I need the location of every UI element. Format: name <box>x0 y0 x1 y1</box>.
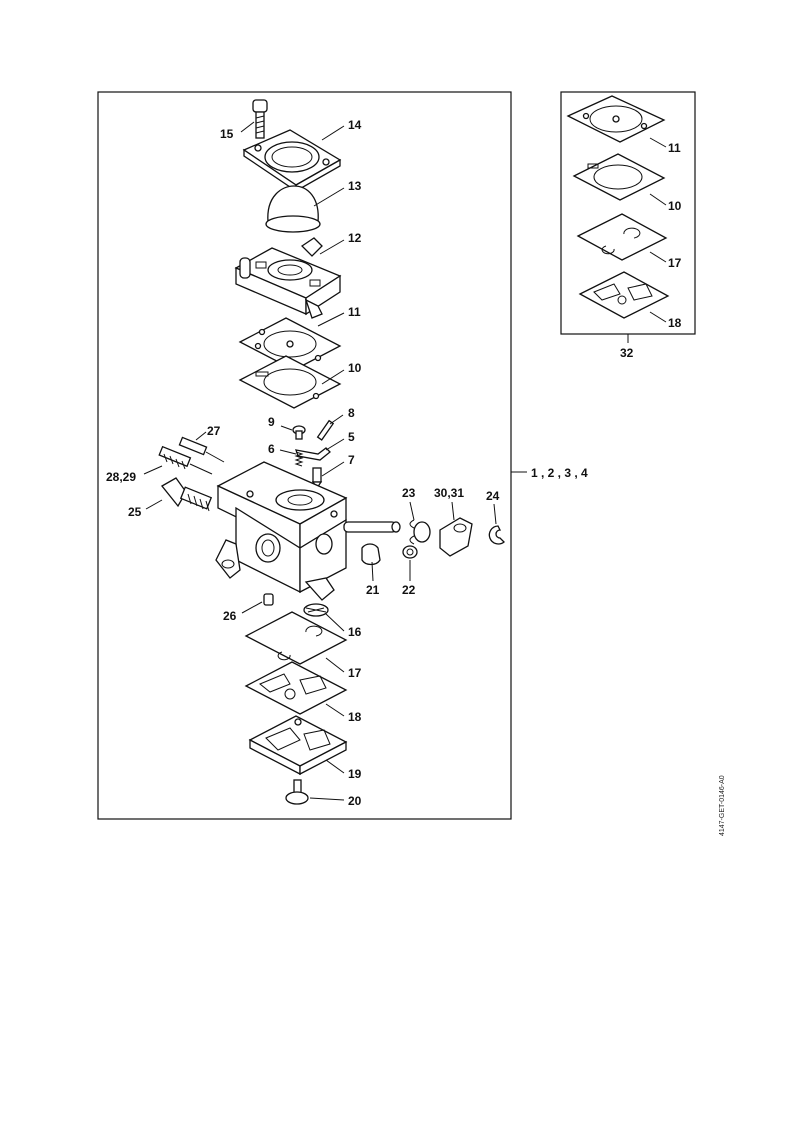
callout-18: 18 <box>348 710 362 724</box>
part-16-fuel-screen <box>303 603 329 617</box>
part-19-end-cover <box>248 715 348 776</box>
part-12-pump-housing <box>234 237 342 319</box>
kit-part-17-diaphragm <box>576 213 668 261</box>
drawing-code: 4147-GET-0146-A0 <box>719 775 726 836</box>
part-6-spring <box>294 451 304 467</box>
callout-19: 19 <box>348 767 362 781</box>
kit-callout-17: 17 <box>668 256 682 270</box>
callout-28-29: 28,29 <box>106 470 136 484</box>
kit-callout-11: 11 <box>668 141 681 155</box>
callout-26: 26 <box>223 609 237 623</box>
part-5-inlet-lever <box>295 447 331 461</box>
callout-21: 21 <box>366 583 380 597</box>
kit-part-10-gasket <box>572 153 666 201</box>
part-20-screw <box>285 779 309 805</box>
part-21-washer <box>361 543 381 566</box>
carburetor-body <box>215 461 401 601</box>
callout-25: 25 <box>128 505 142 519</box>
kit-part-11-diaphragm <box>566 95 666 143</box>
part-27-adjusting-screw <box>178 436 225 463</box>
kit-label-32: 32 <box>620 346 634 360</box>
part-30-31-lever <box>439 517 473 557</box>
callout-9: 9 <box>268 415 275 429</box>
part-8-pin <box>316 419 335 441</box>
leader-lines <box>143 121 667 801</box>
kit-part-18-gasket <box>578 271 670 319</box>
callout-20: 20 <box>348 794 362 808</box>
part-26-plug <box>263 593 274 606</box>
callout-5: 5 <box>348 430 355 444</box>
callout-7: 7 <box>348 453 355 467</box>
part-28-29-adjusting-screw <box>158 445 213 475</box>
callout-16: 16 <box>348 625 362 639</box>
kit-callout-18: 18 <box>668 316 682 330</box>
part-23-spring <box>409 519 431 545</box>
callout-15: 15 <box>220 127 234 141</box>
callout-12: 12 <box>348 231 362 245</box>
callout-23: 23 <box>402 486 416 500</box>
callout-10: 10 <box>348 361 362 375</box>
part-14-pump-cover <box>242 129 342 193</box>
callout-8: 8 <box>348 406 355 420</box>
callout-11: 11 <box>348 305 361 319</box>
part-10-gasket <box>238 355 342 409</box>
callout-27: 27 <box>207 424 221 438</box>
main-assembly-frame <box>97 91 512 820</box>
callout-17: 17 <box>348 666 362 680</box>
callout-22: 22 <box>402 583 416 597</box>
callout-30-31: 30,31 <box>434 486 464 500</box>
part-15-screw <box>252 99 268 139</box>
part-25-limiter-cap <box>161 477 213 512</box>
part-18-gasket <box>244 661 348 715</box>
callout-14: 14 <box>348 118 362 132</box>
kit-callout-10: 10 <box>668 199 682 213</box>
callout-24: 24 <box>486 489 500 503</box>
part-22-nut <box>402 545 418 559</box>
part-24-e-clip <box>488 525 505 545</box>
callout-main-group: 1 , 2 , 3 , 4 <box>531 466 588 480</box>
callout-13: 13 <box>348 179 362 193</box>
part-9-screw <box>292 425 306 440</box>
callout-6: 6 <box>268 442 275 456</box>
part-13-primer-bulb <box>265 185 321 233</box>
part-17-metering-diaphragm <box>244 611 348 665</box>
